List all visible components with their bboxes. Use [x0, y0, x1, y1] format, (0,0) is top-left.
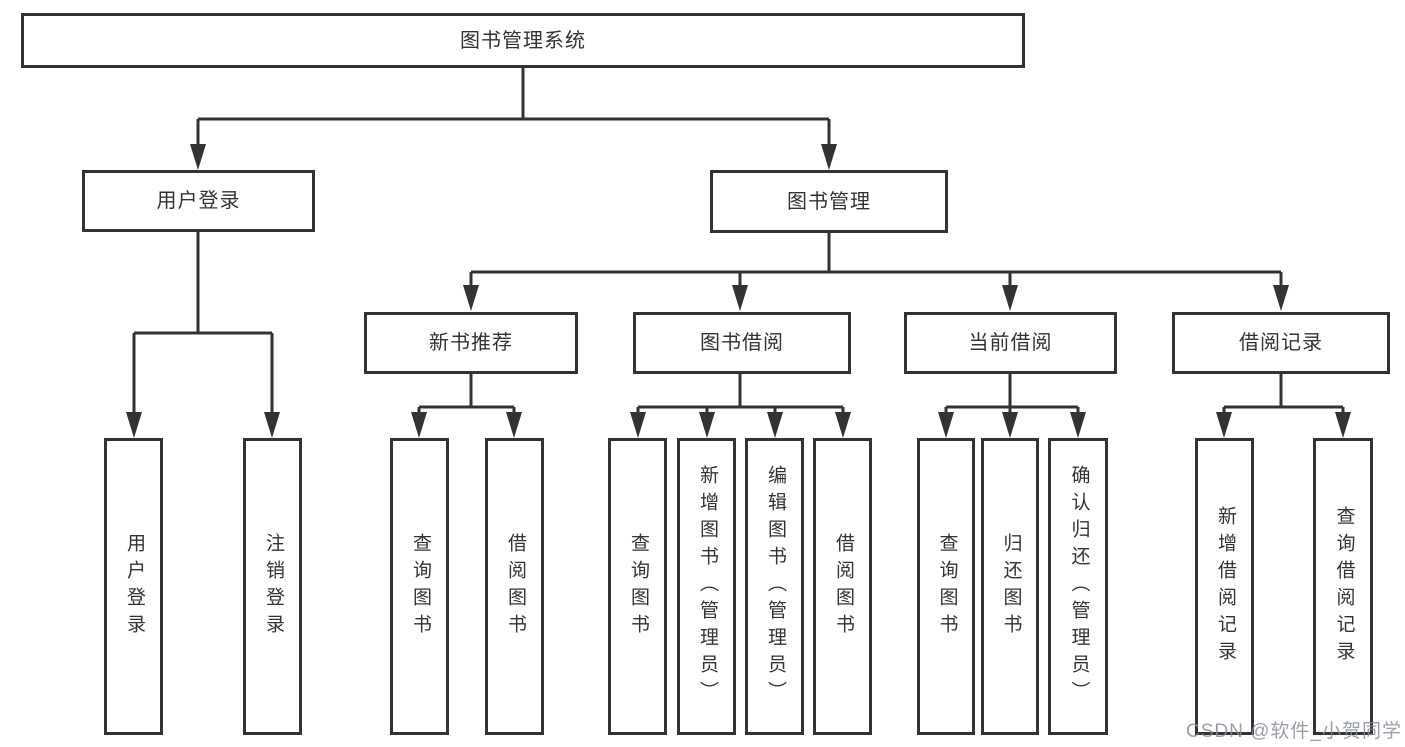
leaf-current-query-books: 查询图书 [917, 438, 975, 735]
leaf-add-borrow-record: 新增借阅记录 [1195, 438, 1254, 735]
node-new-book-recommend: 新书推荐 [364, 312, 578, 374]
leaf-query-borrow-record: 查询借阅记录 [1313, 438, 1373, 735]
leaf-logout: 注销登录 [243, 438, 302, 735]
node-user-login: 用户登录 [82, 170, 315, 232]
leaf-edit-books-admin: 编辑图书（管理员） [745, 438, 804, 735]
node-current-borrow: 当前借阅 [904, 312, 1117, 374]
leaf-recommend-borrow-books: 借阅图书 [485, 438, 544, 735]
leaf-user-login: 用户登录 [104, 438, 163, 735]
leaf-confirm-return-admin: 确认归还（管理员） [1048, 438, 1108, 735]
node-book-management: 图书管理 [710, 170, 948, 233]
arrowheads [126, 144, 1351, 438]
node-library-system: 图书管理系统 [21, 13, 1025, 68]
node-borrow-records: 借阅记录 [1172, 312, 1390, 374]
leaf-return-books: 归还图书 [981, 438, 1039, 735]
leaf-borrow-books: 借阅图书 [813, 438, 872, 735]
csdn-watermark: CSDN @软件_小贺同学 [1186, 721, 1402, 742]
leaf-add-books-admin: 新增图书（管理员） [677, 438, 736, 735]
node-book-borrow: 图书借阅 [633, 312, 851, 374]
leaf-borrow-query-books: 查询图书 [608, 438, 667, 735]
leaf-recommend-query-books: 查询图书 [390, 438, 449, 735]
